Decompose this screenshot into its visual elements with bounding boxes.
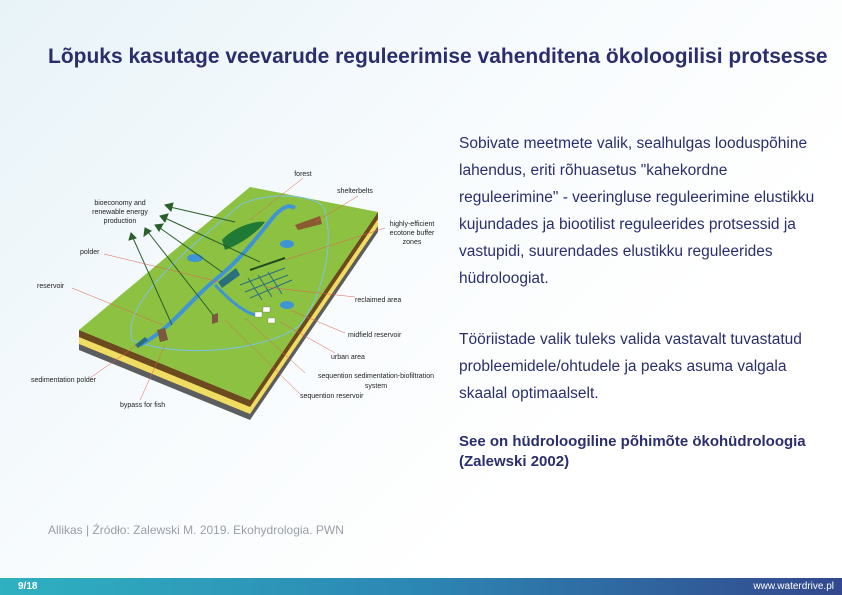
label-sedpolder: sedimentation polder [31,377,97,384]
arrows [128,202,261,326]
paragraph-3: See on hüdroloogiline põhimõte ökohüdrol… [459,433,806,470]
label-bio-3: production [104,218,137,225]
website-link[interactable]: www.waterdrive.pl [753,581,834,592]
label-ecotone-3: zones [403,239,422,246]
footer-bar: 9/18 www.waterdrive.pl [0,578,842,595]
label-seqsed-1: sequention sedimentation-biofiltration [318,373,434,380]
label-seqsed-2: system [365,383,387,390]
diagram-labels: forest shelterbelts highly-efficient eco… [31,171,435,409]
label-seqres: sequention reservoir [300,393,364,400]
label-midfield: midfield reservoir [348,332,402,339]
label-bypass: bypass for fish [120,402,165,409]
label-reservoir: reservoir [37,283,65,290]
label-bio-2: renewable energy [92,209,148,216]
landscape-block [79,187,378,420]
label-forest: forest [294,171,312,178]
label-reclaimed: reclaimed area [355,297,401,304]
paragraph-2: Tööriistade valik tuleks valida vastaval… [459,331,802,402]
slide-title: Lõpuks kasutage veevarude reguleerimise … [48,45,828,68]
label-ecotone-1: highly-efficient [390,221,435,228]
leader-lines [71,177,386,401]
page-number: 9/18 [18,581,38,592]
label-urban: urban area [331,354,365,361]
label-ecotone-2: ecotone buffer [390,230,435,237]
label-shelterbelts: shelterbelts [337,188,373,195]
label-bio-1: bioeconomy and [94,200,145,207]
source-citation: Allikas | Źródło: Zalewski M. 2019. Ekoh… [48,523,344,537]
label-polder: polder [80,249,100,256]
paragraph-1: Sobivate meetmete valik, sealhulgas lood… [459,135,815,287]
